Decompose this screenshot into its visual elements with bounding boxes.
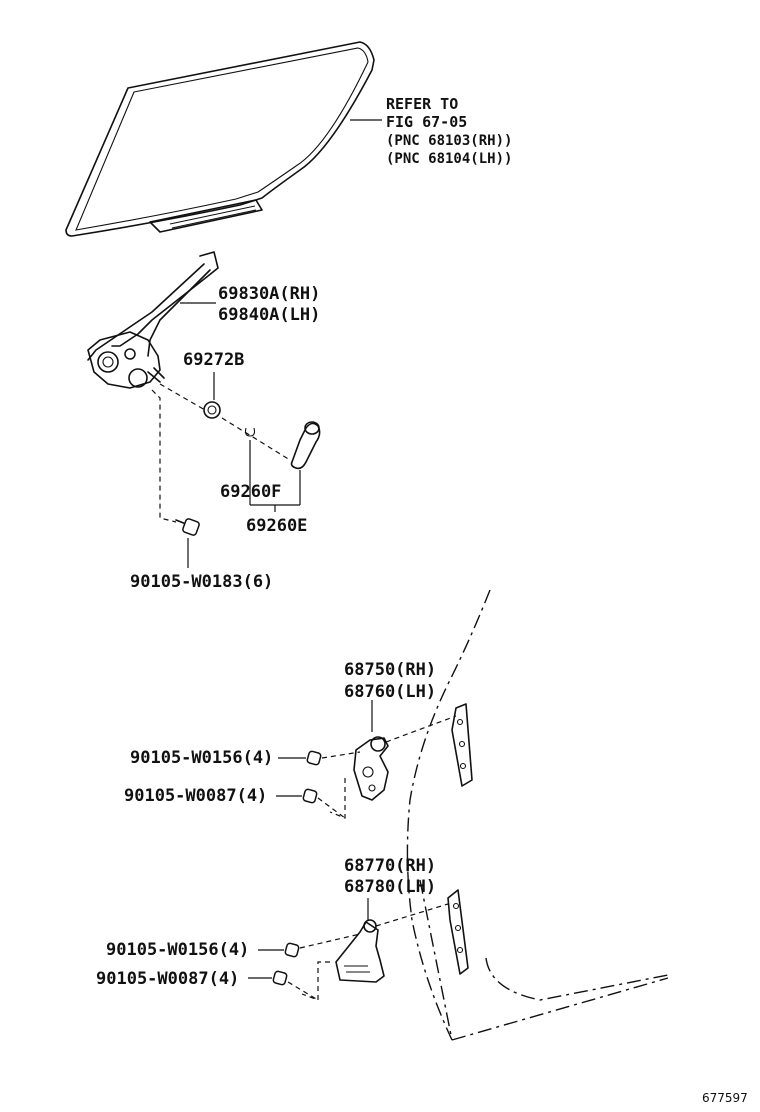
regulator-knob [203, 372, 221, 419]
window-regulator [87, 251, 219, 389]
regulator-bolt-guideline [151, 389, 177, 523]
door-glass [65, 41, 382, 237]
lower-hinge-body-plate [447, 889, 469, 975]
label-lower-bolt-a[interactable]: 90105-W0156(4) [106, 940, 250, 960]
regulator-bolt [175, 518, 200, 568]
label-upper-hinge-rh[interactable]: 68750(RH) [344, 660, 437, 680]
label-handle-f[interactable]: 69260F [220, 482, 282, 502]
label-upper-bolt-a[interactable]: 90105-W0156(4) [130, 748, 274, 768]
regulator-knob-guideline [159, 383, 206, 411]
label-lower-hinge-rh[interactable]: 68770(RH) [344, 856, 437, 876]
refer-note-line3: (PNC 68103(RH)) [386, 133, 513, 149]
upper-hinge [329, 700, 457, 819]
door-edge-outline [419, 879, 453, 1041]
window-handle [221, 417, 321, 512]
lower-hinge [301, 898, 449, 1001]
door-outline [406, 589, 491, 1041]
label-handle-e[interactable]: 69260E [246, 516, 308, 536]
label-lower-hinge-lh[interactable]: 68780(LH) [344, 877, 437, 897]
upper-hinge-body-plate [451, 703, 473, 787]
refer-note-line2: FIG 67-05 [386, 113, 468, 131]
label-regulator-lh[interactable]: 69840A(LH) [218, 305, 321, 325]
label-regulator-bolt[interactable]: 90105-W0183(6) [130, 572, 274, 592]
refer-note-line4: (PNC 68104(LH)) [386, 151, 513, 167]
label-upper-bolt-b[interactable]: 90105-W0087(4) [124, 786, 268, 806]
label-lower-bolt-b[interactable]: 90105-W0087(4) [96, 969, 240, 989]
label-knob[interactable]: 69272B [183, 350, 245, 370]
figure-id: 677597 [702, 1091, 748, 1105]
lower-hinge-bolts [248, 933, 361, 1001]
label-upper-hinge-lh[interactable]: 68760(LH) [344, 682, 437, 702]
refer-note-line1: REFER TO [386, 95, 459, 113]
label-regulator-rh[interactable]: 69830A(RH) [218, 284, 321, 304]
upper-hinge-bolts [276, 750, 361, 819]
door-inner-outline [485, 957, 669, 1001]
door-sill-outline [451, 977, 669, 1041]
